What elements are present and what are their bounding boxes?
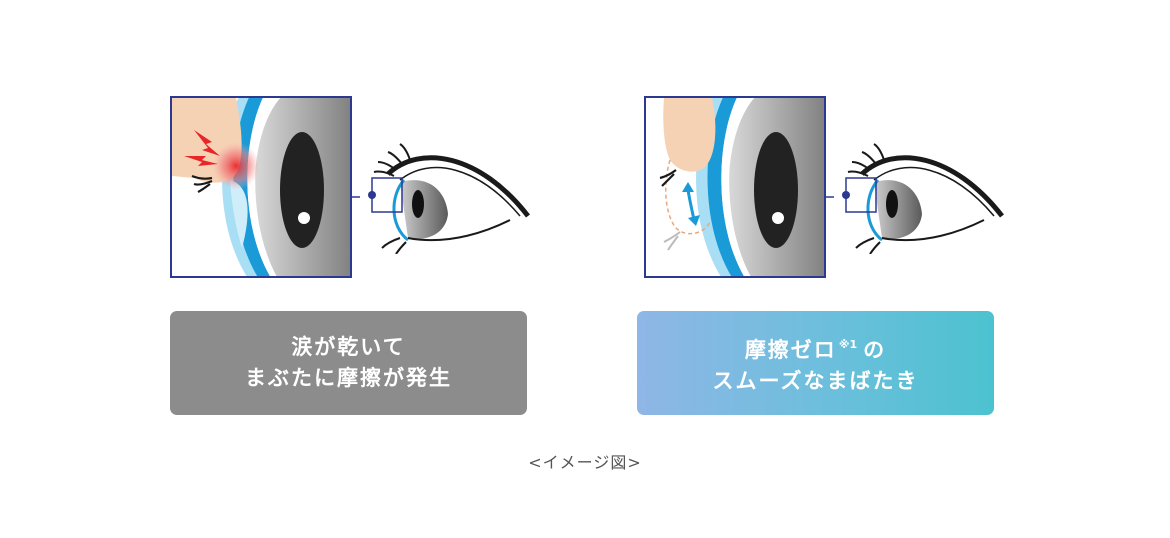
lightning-icon: [184, 130, 220, 166]
pupil-highlight: [772, 212, 784, 224]
eye-profile-icon: [834, 134, 1004, 254]
lens-gap: [247, 98, 277, 276]
contact-lens: [707, 98, 744, 276]
eye-profile-icon: [360, 134, 530, 254]
lens-gap: [721, 98, 751, 276]
caption-line-2: まぶたに摩擦が発生: [245, 366, 452, 390]
eyelashes: [191, 174, 213, 193]
pupil: [754, 132, 798, 248]
caption-tail-text: の: [863, 338, 887, 362]
double-arrow-icon: [682, 182, 700, 226]
eyelashes: [659, 169, 677, 187]
eyelashes-ghost: [663, 231, 681, 251]
zoom-box-dry: [170, 96, 352, 278]
image-note: <イメージ図>: [528, 453, 642, 472]
pupil-highlight: [298, 212, 310, 224]
zoom-box-smooth: [644, 96, 826, 278]
footnote-marker: ※1: [838, 338, 858, 351]
zoomed-eye-illustration-dry: [172, 98, 350, 276]
friction-glow: [212, 142, 260, 190]
pupil: [280, 132, 324, 248]
zoomed-eye-illustration-smooth: [659, 98, 824, 276]
caption-smooth-blink: 摩擦ゼロ※1 の スムーズなまばたき: [637, 311, 994, 415]
eyelid-skin: [663, 98, 716, 172]
caption-line-1: 涙が乾いて: [291, 335, 406, 359]
caption-main-text: 摩擦ゼロ: [744, 338, 837, 362]
tear-pocket: [230, 180, 248, 248]
caption-line-2: スムーズなまばたき: [712, 369, 919, 393]
caption-dry-friction: 涙が乾いて まぶたに摩擦が発生: [170, 311, 527, 415]
caption-line-1: 摩擦ゼロ※1 の: [745, 329, 886, 366]
